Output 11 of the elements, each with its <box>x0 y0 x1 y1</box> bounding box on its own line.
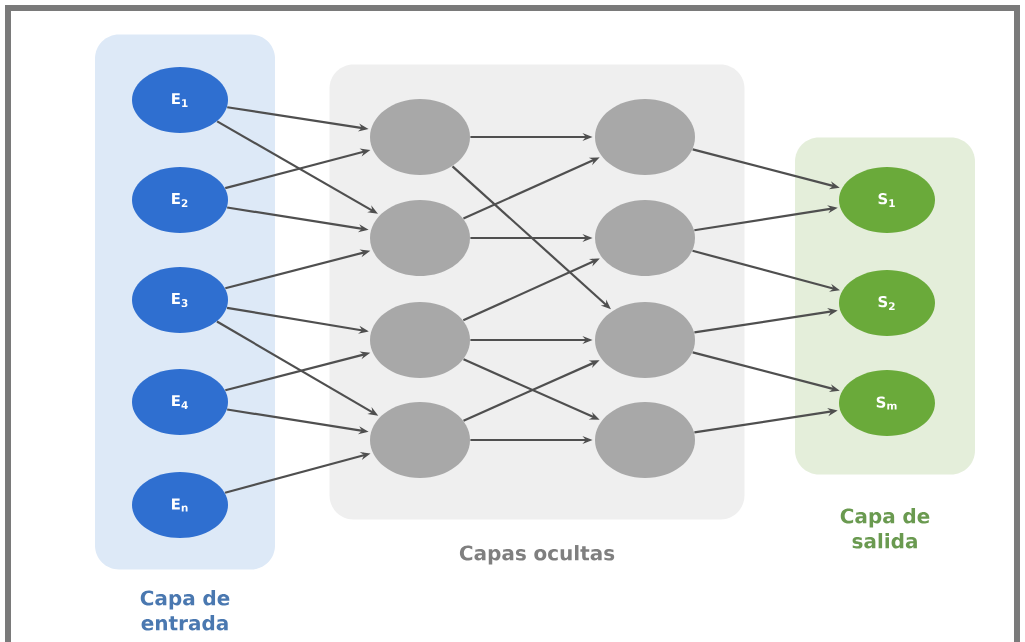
layer-label: Capa de entrada <box>140 590 230 631</box>
neuron-circle <box>370 200 470 276</box>
neuron-circle <box>595 99 695 175</box>
neuron-circle <box>370 302 470 378</box>
neuron-circle <box>370 99 470 175</box>
layer-label: Capa de salida <box>840 508 930 549</box>
neuron-circle <box>595 402 695 478</box>
neuron-circle <box>370 402 470 478</box>
neuron-circle <box>595 302 695 378</box>
neuron-circle <box>595 200 695 276</box>
layer-label: Capas ocultas <box>459 545 615 565</box>
